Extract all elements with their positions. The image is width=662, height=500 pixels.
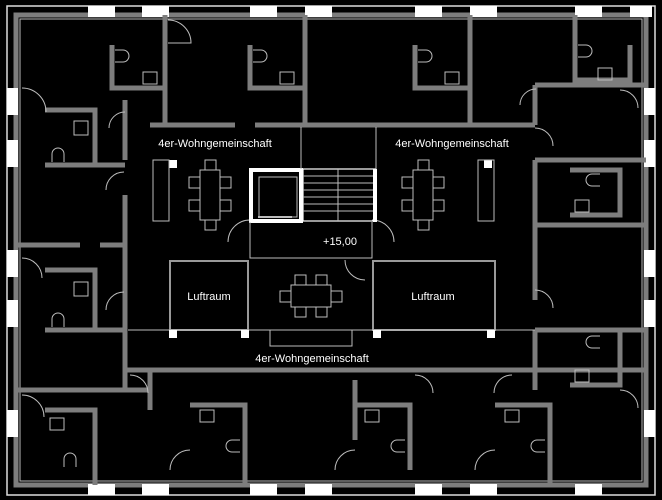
dining-table-left	[188, 159, 232, 231]
dining-table-right	[401, 159, 445, 231]
inner-wall-line	[19, 18, 643, 482]
columns	[169, 160, 495, 338]
interior-walls	[16, 15, 646, 485]
label-void-left: Luftraum	[187, 291, 230, 303]
windows	[7, 6, 655, 495]
label-wg-top-right: 4er-Wohngemeinschaft	[395, 138, 509, 150]
dining-table-center	[279, 274, 343, 318]
label-wg-top-left: 4er-Wohngemeinschaft	[158, 138, 272, 150]
level-marker: +15,00	[323, 236, 357, 248]
bathroom-fixtures	[49, 44, 613, 467]
door-swings	[21, 19, 639, 471]
label-void-right: Luftraum	[411, 291, 454, 303]
furniture	[152, 159, 495, 347]
outer-frame	[6, 5, 656, 496]
stair-core	[249, 127, 377, 259]
stairs	[302, 168, 376, 222]
label-wg-bottom: 4er-Wohngemeinschaft	[255, 353, 369, 365]
